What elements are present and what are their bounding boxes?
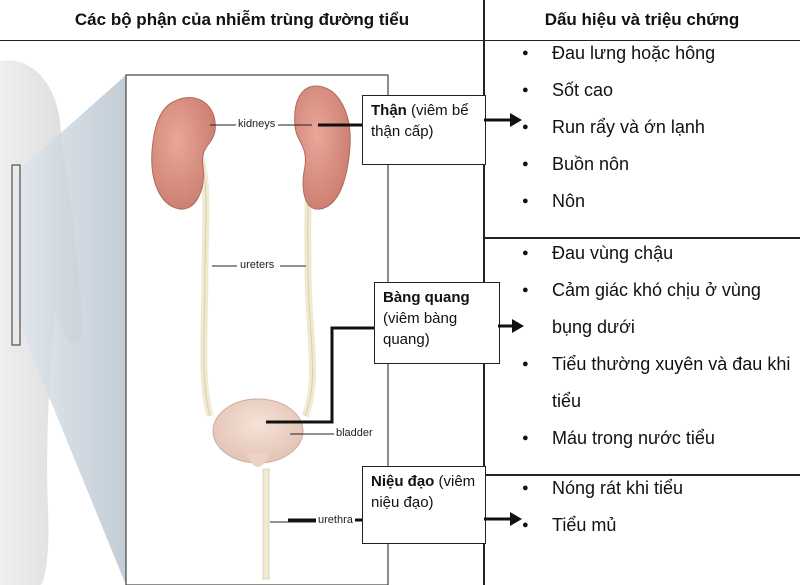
label-kidneys: kidneys	[236, 118, 278, 130]
list-item: Cảm giác khó chịu ở vùng bụng dưới	[500, 272, 795, 346]
callout-urethra-name: Niệu đạo	[371, 473, 435, 490]
bladder-connector	[266, 326, 374, 424]
callout-kidney-detail: (viêm bể thận cấp)	[371, 102, 469, 140]
symptom-list-bladder: Đau vùng chậu Cảm giác khó chịu ở vùng b…	[500, 235, 795, 457]
list-item: Tiểu thường xuyên và đau khi tiểu	[500, 346, 795, 420]
right-kidney	[294, 85, 351, 210]
label-bladder: bladder	[334, 427, 375, 439]
list-item: Sốt cao	[500, 72, 790, 109]
symptom-list-urethra: Nóng rát khi tiểu Tiểu mủ	[500, 470, 790, 544]
label-urethra: urethra	[316, 514, 355, 526]
callout-urethra: Niệu đạo (viêm niệu đạo)	[362, 466, 486, 544]
left-column-header: Các bộ phận của nhiễm trùng đường tiểu	[0, 0, 484, 41]
callout-bladder-detail: (viêm bàng quang)	[383, 310, 458, 348]
list-item: Nôn	[500, 183, 790, 220]
list-item: Run rẩy và ớn lạnh	[500, 109, 790, 146]
list-item: Tiểu mủ	[500, 507, 790, 544]
symptom-list-kidney: Đau lưng hoặc hông Sốt cao Run rẩy và ớn…	[500, 35, 790, 220]
list-item: Đau lưng hoặc hông	[500, 35, 790, 72]
list-item: Đau vùng chậu	[500, 235, 795, 272]
list-item: Nóng rát khi tiểu	[500, 470, 790, 507]
callout-kidney: Thận (viêm bể thận cấp)	[362, 95, 486, 165]
label-ureters: ureters	[238, 259, 277, 271]
left-ureter-edge	[197, 148, 211, 417]
callout-urethra-detail: (viêm niệu đạo)	[371, 473, 476, 511]
callout-kidney-name: Thận	[371, 102, 407, 119]
urinary-tract-diagram	[0, 60, 389, 585]
callout-bladder-name: Bàng quang	[383, 289, 470, 306]
left-kidney	[151, 97, 216, 210]
zoom-projection	[18, 75, 126, 585]
list-item: Buồn nôn	[500, 146, 790, 183]
list-item: Máu trong nước tiểu	[500, 420, 795, 457]
urethra-shape	[262, 468, 270, 580]
callout-bladder: Bàng quang (viêm bàng quang)	[374, 282, 500, 364]
